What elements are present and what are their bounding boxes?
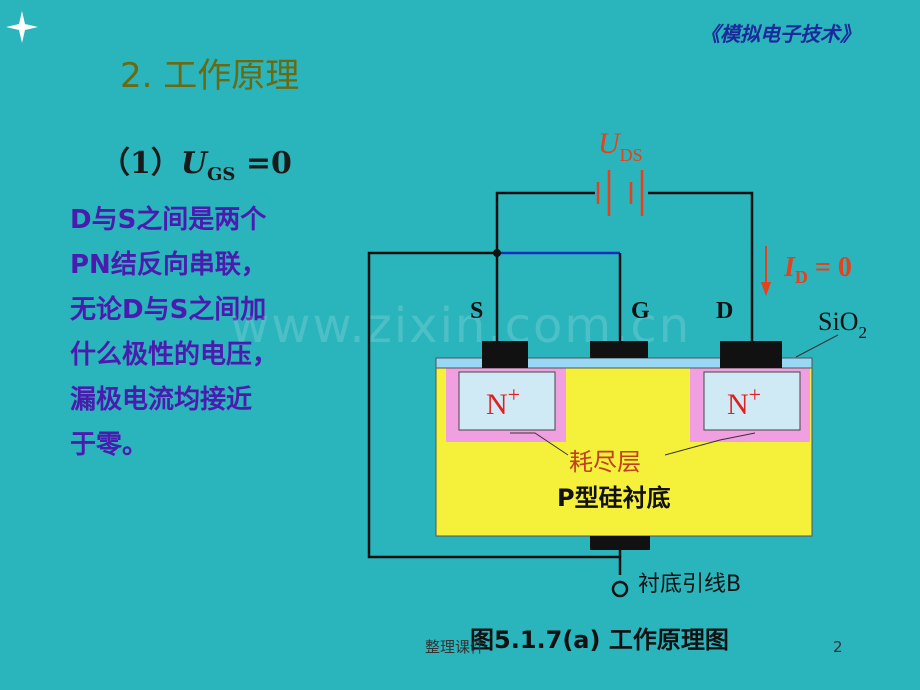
gate-electrode	[590, 341, 648, 358]
desc-line: 什么极性的电压，	[70, 340, 279, 370]
source-label: S	[470, 298, 483, 324]
drain-label: D	[716, 298, 733, 324]
desc-line: PN结反向串联，	[70, 250, 267, 280]
battery-icon	[596, 170, 644, 216]
source-electrode	[482, 341, 528, 368]
figure-caption: 图5.1.7(a) 工作原理图	[470, 626, 729, 654]
desc-line: 漏极电流均接近	[70, 385, 253, 415]
desc-line: D与S之间是两个	[70, 205, 267, 235]
case-heading: （1）UGS =0	[100, 138, 292, 185]
case-suffix: =0	[235, 146, 292, 181]
footer-text: 整理课件	[425, 638, 486, 656]
description: D与S之间是两个 PN结反向串联， 无论D与S之间加 什么极性的电压， 漏极电流…	[70, 198, 360, 468]
n-region-left	[458, 371, 556, 431]
depletion-label: 耗尽层	[569, 448, 641, 476]
body-lead-label: 衬底引线B	[638, 572, 741, 597]
depletion-pointer-left	[510, 432, 569, 456]
sio2-label: SiO2	[818, 307, 867, 342]
drain-electrode	[720, 341, 782, 368]
case-sub: GS	[207, 164, 236, 185]
section-title: 2. 工作原理	[120, 56, 300, 96]
desc-line: 无论D与S之间加	[70, 295, 267, 325]
course-title: 《模拟电子技术》	[700, 22, 860, 46]
body-terminal	[611, 580, 629, 598]
desc-line: 于零。	[70, 430, 149, 460]
circuit-wires	[367, 191, 754, 575]
n-region-right	[703, 371, 801, 431]
depletion-pointer-right	[664, 432, 756, 456]
current-arrow-icon	[761, 246, 771, 296]
substrate-label: P型硅衬底	[557, 484, 671, 512]
n-right-label: N+	[727, 382, 761, 421]
case-prefix: （1）	[100, 146, 181, 181]
id-label: ID = 0	[783, 252, 852, 287]
n-left-label: N+	[486, 382, 520, 421]
gate-label: G	[631, 298, 650, 324]
case-var: U	[180, 146, 208, 181]
sio2-pointer	[795, 334, 839, 358]
page-number: 2	[833, 638, 843, 656]
uds-label: UDS	[598, 127, 643, 165]
junction-dot	[493, 249, 501, 257]
body-electrode	[590, 536, 650, 550]
